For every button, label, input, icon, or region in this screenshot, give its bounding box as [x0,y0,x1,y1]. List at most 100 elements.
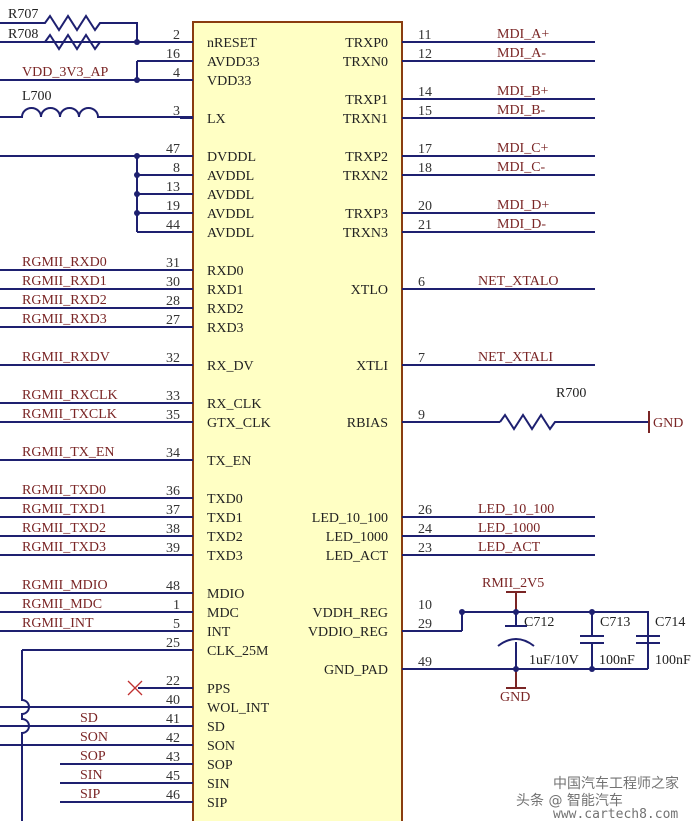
net-label: RGMII_TX_EN [22,445,115,460]
net-label: RGMII_TXD0 [22,483,106,498]
pin-number: 49 [418,655,432,670]
pin-name: RXD2 [207,302,244,317]
r708-resistor: R708 [0,27,137,51]
net-label: MDI_C+ [497,141,549,156]
pin-name: RXD3 [207,321,244,336]
net-label: SOP [80,749,106,764]
pin-number: 29 [418,617,432,632]
net-label: RGMII_RXD3 [22,312,107,327]
pin-number: 19 [166,199,180,214]
c714-value: 100nF [655,653,691,668]
c714-label: C714 [655,615,685,630]
pin-number: 12 [418,47,432,62]
pin-name: GND_PAD [324,663,388,678]
pin-number: 36 [166,484,180,499]
pin-number: 27 [166,313,180,328]
pin-number: 1 [173,598,180,613]
r707-resistor: R707 [0,7,138,42]
net-label: RGMII_TXD1 [22,502,106,517]
c712-label: C712 [524,615,554,630]
pin-number: 10 [418,598,432,613]
net-label: SON [80,730,108,745]
pin-number: 16 [166,47,180,62]
pin-name: TRXN3 [343,226,388,241]
net-label: RGMII_RXDV [22,350,110,365]
svg-text:中国汽车工程师之家: 中国汽车工程师之家 [553,775,679,792]
pin-number: 42 [166,731,180,746]
pin-name: SON [207,739,235,754]
no-connect-x-icon [127,680,143,696]
pin-name: DVDDL [207,150,256,165]
pin-number: 9 [418,408,425,423]
r708-label: R708 [8,27,38,42]
pin-number: 41 [166,712,180,727]
pin-number: 18 [418,161,432,176]
pin-number: 22 [166,674,180,689]
pin-number: 6 [418,275,425,290]
pin-number: 33 [166,389,180,404]
pin-number: 34 [166,446,180,461]
pin-name: LED_ACT [326,549,389,564]
net-label: RGMII_TXD3 [22,540,106,555]
net-label: VDD_3V3_AP [22,65,109,80]
pin-name: RX_CLK [207,397,261,412]
decoupling-caps: RMII_2V5 GND C712 1uF/10V C713 100nF C71… [402,576,691,705]
net-label: MDI_B- [497,103,546,118]
c713-label: C713 [600,615,630,630]
pin-name: WOL_INT [207,701,270,716]
pin-name: LED_10_100 [312,511,388,526]
pin-number: 11 [418,28,431,43]
pin-number: 28 [166,294,180,309]
pin-name: SOP [207,758,233,773]
net-label: RGMII_RXCLK [22,388,118,403]
net-label: RGMII_MDC [22,597,102,612]
pin-name: LX [207,112,226,127]
pin-number: 24 [418,522,432,537]
net-label: SD [80,711,98,726]
l700-inductor: L700 [0,89,193,118]
pin-name: RX_DV [207,359,254,374]
pin-name: AVDD33 [207,55,260,70]
net-label: RGMII_MDIO [22,578,108,593]
pin-number: 32 [166,351,180,366]
pin-number: 43 [166,750,180,765]
net-label: RGMII_RXD0 [22,255,107,270]
pin-name: TXD2 [207,530,243,545]
pin-name: SIN [207,777,230,792]
pin-number: 25 [166,636,180,651]
pin-number: 47 [166,142,180,157]
phy-chip-body [192,21,403,821]
pin-name: XTLO [351,283,388,298]
pin-name: RXD0 [207,264,244,279]
pin-name: GTX_CLK [207,416,271,431]
r700-resistor: R700 GND [499,386,683,433]
pin-name: AVDDL [207,188,254,203]
pin-name: AVDDL [207,226,254,241]
net-label: MDI_C- [497,160,546,175]
net-label: LED_10_100 [478,502,554,517]
pin-number: 23 [418,541,432,556]
pin-name: PPS [207,682,230,697]
pin-number: 37 [166,503,180,518]
pin-number: 7 [418,351,425,366]
pin-name: MDIO [207,587,244,602]
pin-name: MDC [207,606,239,621]
pin-number: 35 [166,408,180,423]
pin-number: 13 [166,180,180,195]
pin-number: 5 [173,617,180,632]
pin-name: TX_EN [207,454,251,469]
pin-number: 21 [418,218,432,233]
pin-number: 3 [173,104,180,119]
net-label: RGMII_RXD1 [22,274,107,289]
pin-name: TRXP0 [345,36,388,51]
c713-value: 100nF [599,653,635,668]
r707-label: R707 [8,7,38,22]
pin-number: 8 [173,161,180,176]
pin-name: nRESET [207,36,257,51]
pin-name: INT [207,625,231,640]
net-label: MDI_B+ [497,84,549,99]
net-label: NET_XTALI [478,350,553,365]
pin-number: 45 [166,769,180,784]
